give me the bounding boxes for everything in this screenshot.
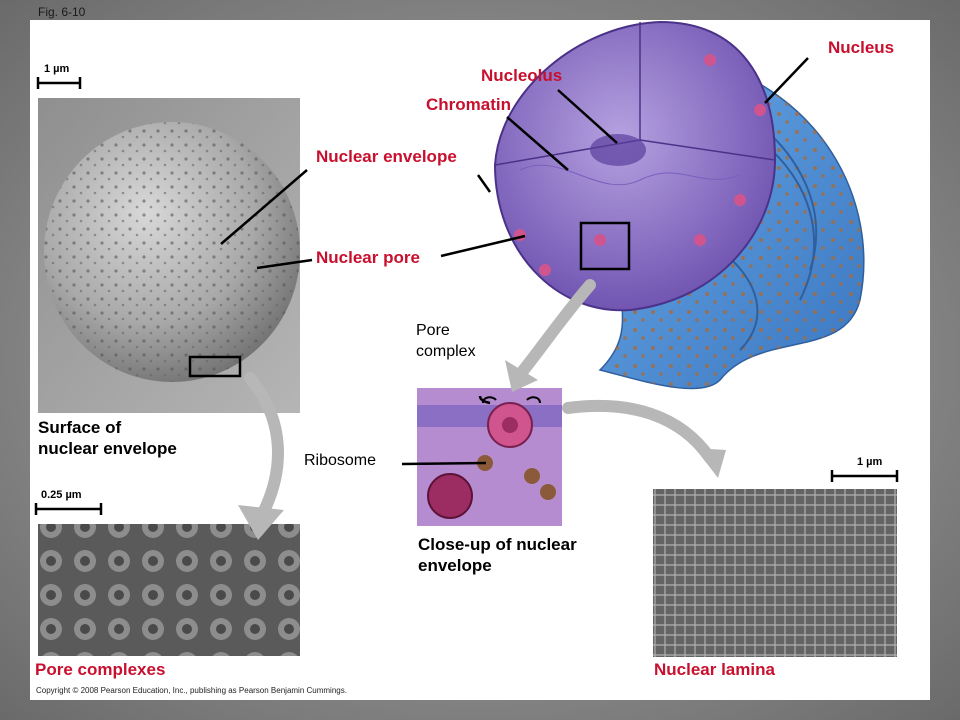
label-nucleus: Nucleus (828, 38, 895, 57)
label-nuclear-lamina: Nuclear lamina (654, 660, 775, 679)
label-pore-complexes: Pore complexes (35, 660, 166, 679)
label-chromatin: Chromatin (426, 95, 511, 114)
surface-micrograph (38, 98, 300, 413)
closeup-illustration (417, 388, 562, 526)
nuclear-lamina-micrograph (653, 489, 897, 657)
arrow-heads (238, 360, 726, 540)
label-nuclear-envelope: Nuclear envelope (316, 147, 457, 166)
scale-bars (34, 77, 899, 515)
connector-arrows (244, 279, 716, 521)
label-ribosome: Ribosome (304, 452, 377, 469)
label-surface-line2: nuclear envelope (38, 439, 177, 458)
label-nucleolus: Nucleolus (481, 66, 563, 85)
scale-label-lamina: 1 µm (857, 456, 883, 468)
label-surface-line1: Surface of (38, 418, 122, 437)
label-pore-complex-line2: complex (416, 343, 476, 360)
leader-lines (220, 57, 809, 466)
copyright-notice: Copyright © 2008 Pearson Education, Inc.… (36, 686, 347, 695)
label-closeup-line1: Close-up of nuclear (418, 535, 577, 554)
label-nuclear-pore: Nuclear pore (316, 248, 420, 267)
label-closeup-line2: envelope (418, 556, 492, 575)
pore-complexes-micrograph (38, 524, 300, 656)
scale-label-surface: 1 µm (44, 63, 70, 75)
scale-label-pore-complexes: 0.25 µm (41, 489, 82, 501)
label-pore-complex-line1: Pore (416, 322, 450, 339)
figure-label: Fig. 6-10 (38, 5, 86, 19)
